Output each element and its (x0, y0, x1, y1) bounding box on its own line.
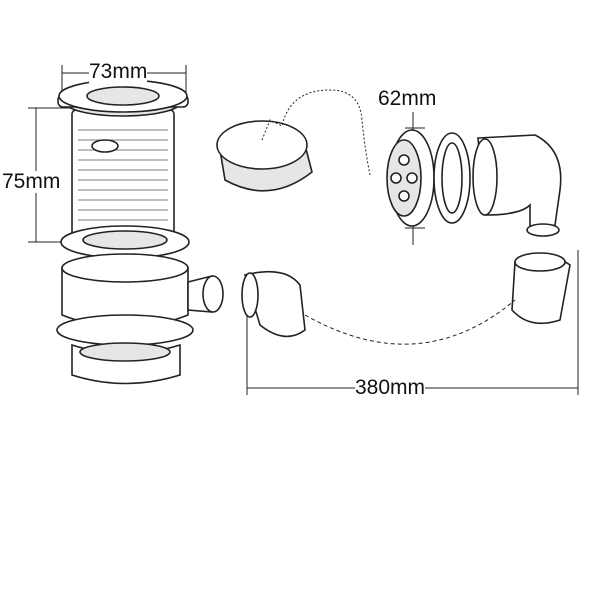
waste-height-label: 75mm (2, 170, 61, 193)
waste-body (56, 79, 224, 385)
overflow-hose (241, 252, 571, 345)
plug-and-chain (216, 89, 371, 192)
waste-width-label: 73mm (89, 60, 148, 83)
overflow-diameter-label: 62mm (378, 87, 437, 110)
overflow-assembly (386, 129, 562, 237)
hose-length-label: 380mm (355, 376, 426, 399)
